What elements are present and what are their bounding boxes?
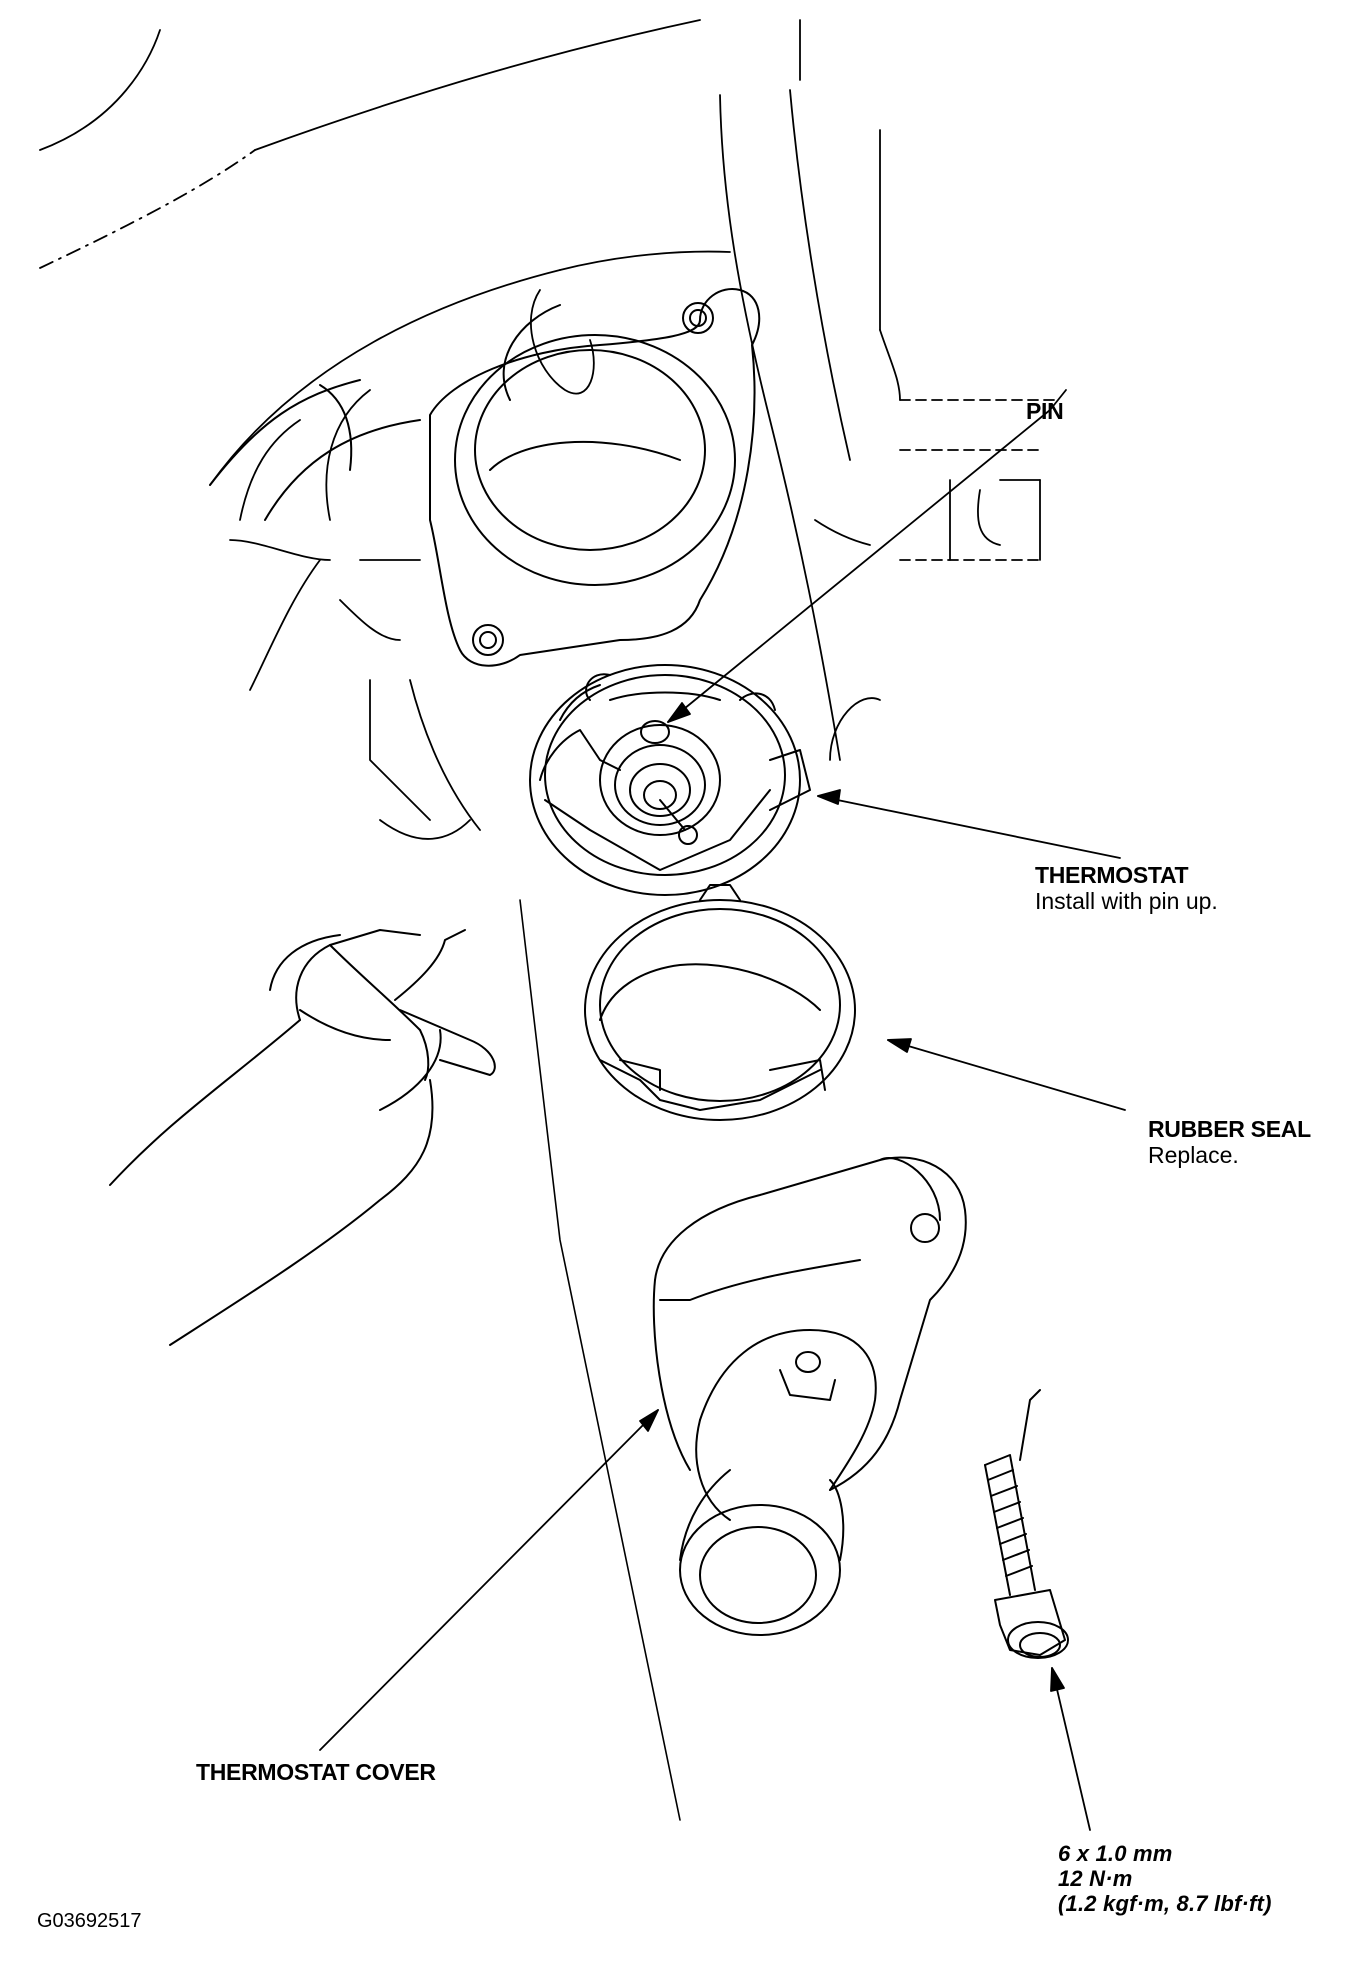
rubber-seal-part [584,884,856,1121]
figure-id: G03692517 [37,1910,142,1932]
label-bolt-size: 6 x 1.0 mm [1058,1841,1173,1866]
label-pin: PIN [1026,398,1064,424]
leader-lines [319,389,1126,1831]
thermostat-cover-part [652,1156,967,1636]
label-bolt-torque-alt: (1.2 kgf·m, 8.7 lbf·ft) [1058,1891,1272,1916]
bolt-leader [1051,1667,1091,1831]
flange-bolt-part [984,1389,1069,1659]
rubber-seal-leader [887,1039,1126,1111]
label-rubber-seal-note: Replace. [1148,1142,1239,1168]
rubber-seal-arrowhead [887,1038,912,1053]
thermostat-cover-arrowhead [639,1409,659,1432]
label-thermostat-title: THERMOSTAT [1035,862,1189,888]
label-rubber-seal-title: RUBBER SEAL [1148,1116,1311,1142]
pin-arrowhead [667,702,691,723]
thermostat-arrowhead [817,789,841,805]
label-thermostat-cover: THERMOSTAT COVER [196,1759,436,1785]
thermostat-cover-leader [319,1409,659,1751]
pin-leader-tail [1049,389,1067,411]
thermostat-housing-flange [429,288,761,667]
label-bolt-torque: 12 N·m [1058,1866,1133,1891]
engine-background [39,19,1061,840]
thermostat-leader [817,795,1121,859]
bolt-arrowhead [1050,1667,1065,1692]
lower-hose-and-clamp [109,899,681,1821]
label-thermostat-note: Install with pin up. [1035,888,1218,914]
pin-leader [667,409,1051,723]
thermostat-part [529,664,811,896]
upper-hose [209,379,421,521]
